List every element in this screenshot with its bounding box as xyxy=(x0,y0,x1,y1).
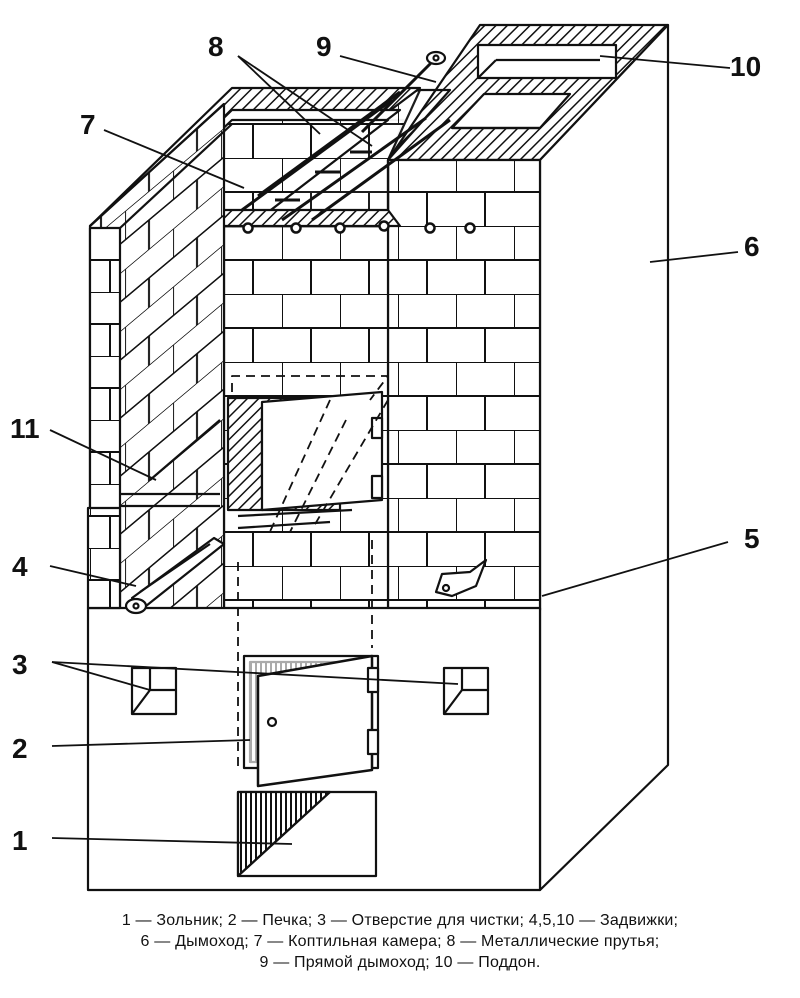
legend-caption: 1 — Зольник; 2 — Печка; 3 — Отверстие дл… xyxy=(0,910,800,973)
smokehouse-structure xyxy=(86,23,670,892)
straight-chimney-pipe xyxy=(360,50,447,134)
callout-8: 8 xyxy=(208,31,224,62)
callout-2: 2 xyxy=(12,733,28,764)
damper-right xyxy=(434,558,488,598)
callout-11: 11 xyxy=(10,413,40,444)
callout-5: 5 xyxy=(744,523,760,554)
callout-3: 3 xyxy=(12,649,28,680)
tray-opening-10 xyxy=(476,43,618,80)
metal-rods xyxy=(241,90,451,222)
callout-4: 4 xyxy=(12,551,28,582)
callout-9: 9 xyxy=(316,31,332,62)
caption-line-1: 1 — Зольник; 2 — Печка; 3 — Отверстие дл… xyxy=(121,912,679,929)
callout-6: 6 xyxy=(744,231,760,262)
stove-door-assembly xyxy=(242,654,380,788)
callout-leaders xyxy=(49,55,739,845)
callout-7: 7 xyxy=(80,109,96,140)
caption-line-2: 6 — Дымоход; 7 — Коптильная камера; 8 — … xyxy=(140,933,660,950)
cleaning-openings xyxy=(130,666,490,716)
callout-10: 10 xyxy=(730,51,761,82)
callout-1: 1 xyxy=(12,825,28,856)
smokehouse-diagram: 1 2 3 4 5 6 7 8 9 10 11 xyxy=(10,23,761,892)
callout-labels: 1 2 3 4 5 6 7 8 9 10 11 xyxy=(10,31,761,856)
caption-line-3: 9 — Прямой дымоход; 10 — Поддон. xyxy=(259,954,541,971)
hidden-chamber-outline xyxy=(231,375,389,772)
damper-left xyxy=(120,419,226,615)
ash-pit xyxy=(236,790,378,878)
chamber-door-assembly xyxy=(226,390,384,530)
rod-holes xyxy=(242,220,476,234)
chimney-tower xyxy=(386,23,670,892)
